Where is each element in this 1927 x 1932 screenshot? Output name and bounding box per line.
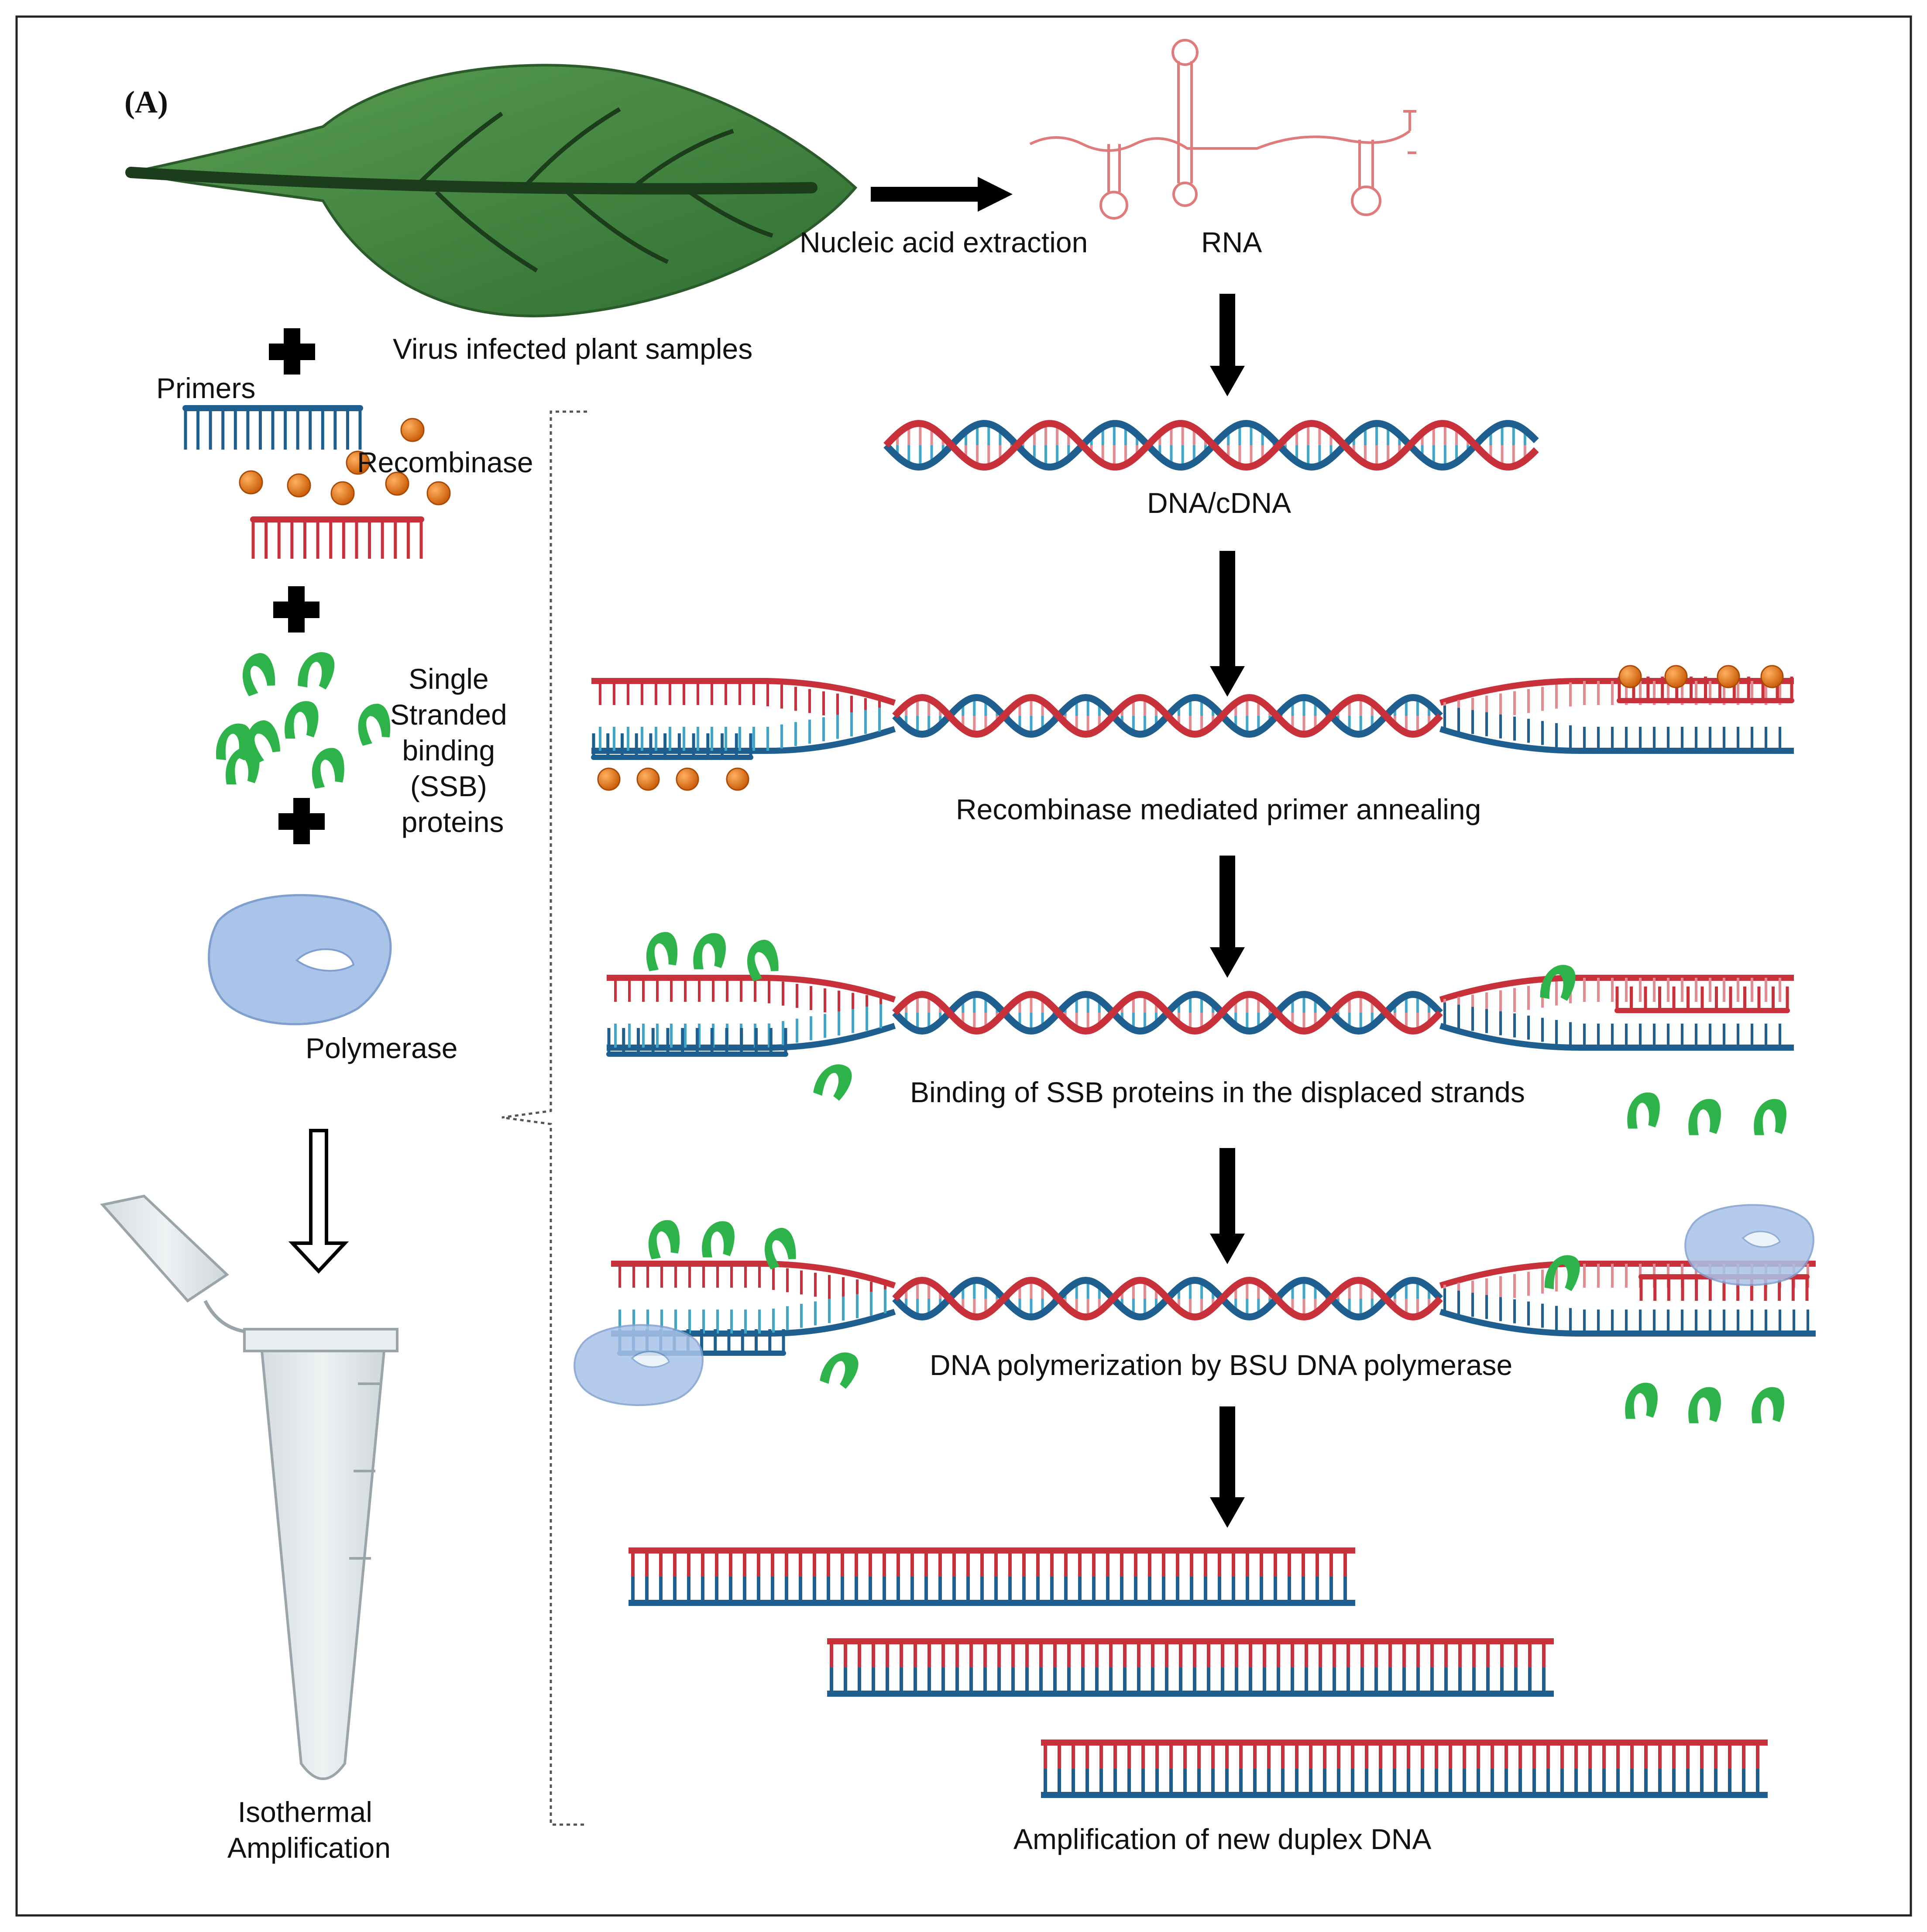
polymerase-label: Polymerase bbox=[306, 1032, 457, 1064]
ssb-label: Single Stranded binding (SSB) proteins bbox=[390, 663, 515, 838]
figure-frame bbox=[15, 15, 1912, 1917]
arrow-down bbox=[1210, 294, 1245, 396]
panel-label: (A) bbox=[124, 85, 168, 120]
isothermal-label: Isothermal Amplification bbox=[227, 1796, 391, 1864]
arrow-down bbox=[1210, 551, 1245, 697]
annealing-stage bbox=[591, 665, 1794, 791]
rna-label: RNA bbox=[1201, 226, 1262, 258]
leaf-illustration bbox=[125, 64, 858, 317]
dna-double-helix bbox=[883, 419, 1539, 471]
ssb-binding-label: Binding of SSB proteins in the displaced… bbox=[910, 1076, 1525, 1108]
arrow-down bbox=[1210, 856, 1245, 978]
arrow-down bbox=[1210, 1148, 1245, 1264]
arrow-down bbox=[1210, 1406, 1245, 1528]
arrow-hollow-down bbox=[288, 1129, 349, 1274]
recombinase-label: Recombinase bbox=[357, 446, 533, 478]
polymerase-icon bbox=[208, 894, 392, 1025]
polymerization-stage bbox=[574, 1204, 1816, 1423]
dna-cdna-label: DNA/cDNA bbox=[1147, 487, 1291, 519]
amplified-duplexes bbox=[629, 1547, 1768, 1798]
reaction-bracket bbox=[502, 410, 587, 1826]
rna-structure bbox=[1029, 39, 1416, 220]
plus-icon bbox=[278, 798, 325, 844]
primer-red bbox=[250, 516, 424, 559]
primers-label: Primers bbox=[156, 372, 255, 404]
ssb-binding-stage bbox=[606, 932, 1794, 1135]
primer-blue bbox=[182, 405, 363, 450]
recombinase-orbs bbox=[239, 418, 451, 505]
extraction-label: Nucleic acid extraction bbox=[800, 226, 1088, 258]
plus-icon bbox=[273, 586, 319, 633]
plant-samples-label: Virus infected plant samples bbox=[393, 333, 752, 365]
ssb-protein-cluster bbox=[216, 652, 391, 789]
polymerization-label: DNA polymerization by BSU DNA polymerase bbox=[930, 1349, 1512, 1381]
amplification-label: Amplification of new duplex DNA bbox=[1013, 1823, 1431, 1855]
plus-icon bbox=[269, 328, 315, 375]
annealing-label: Recombinase mediated primer annealing bbox=[956, 793, 1481, 825]
tube-icon bbox=[100, 1194, 398, 1780]
arrow-extraction bbox=[871, 177, 1013, 212]
